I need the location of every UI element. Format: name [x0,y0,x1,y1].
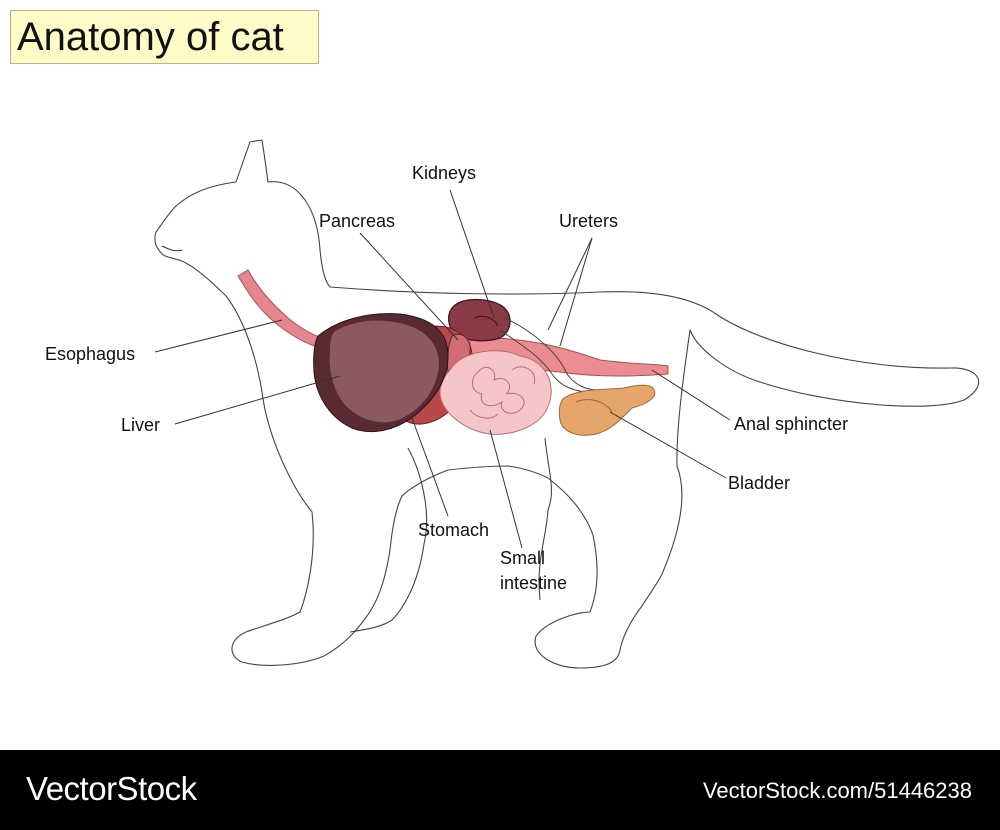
pancreas-leader [359,232,459,341]
cat-far-front-leg [349,447,428,633]
footer-bar: VectorStock VectorStock.com/51446238 [0,750,1000,830]
label-small-intestine-line1: Small [500,548,545,568]
cat-anatomy-diagram: Kidneys Pancreas Ureters Esophagus Liver… [45,139,980,669]
bladder-organ [558,384,656,436]
brand-logo: VectorStock [26,770,197,807]
title-box: Anatomy of cat [10,10,319,64]
diagram-title: Anatomy of cat [17,14,284,59]
ureter-line-2 [499,329,591,393]
label-esophagus: Esophagus [45,344,135,364]
esophagus-leader [154,319,283,353]
liver-leader [174,375,341,425]
anal-sphincter-leader [651,369,731,421]
ureters-leader-2 [559,237,593,347]
label-small-intestine-line2: intestine [500,573,567,593]
kidneys-leader [449,189,495,319]
label-pancreas: Pancreas [319,211,395,231]
label-kidneys: Kidneys [412,163,476,183]
small-intestine-coils [469,366,536,419]
label-liver: Liver [121,415,160,435]
kidney-hilum [473,315,499,327]
bladder-detail [575,399,613,413]
cat-far-hind-leg [538,437,552,601]
image-id: VectorStock.com/51446238 [702,778,972,803]
small-intestine-leader [489,429,523,549]
stomach-leader [411,417,449,517]
small-intestine-organ [439,350,552,435]
ureter-line-1 [504,317,599,391]
ureters-leader-1 [547,237,593,331]
bladder-leader [609,411,727,479]
label-stomach: Stomach [418,520,489,540]
liver-organ [329,320,439,423]
label-anal-sphincter: Anal sphincter [734,414,848,434]
label-bladder: Bladder [728,473,790,493]
cat-mouth-line [161,245,183,252]
label-ureters: Ureters [559,211,618,231]
